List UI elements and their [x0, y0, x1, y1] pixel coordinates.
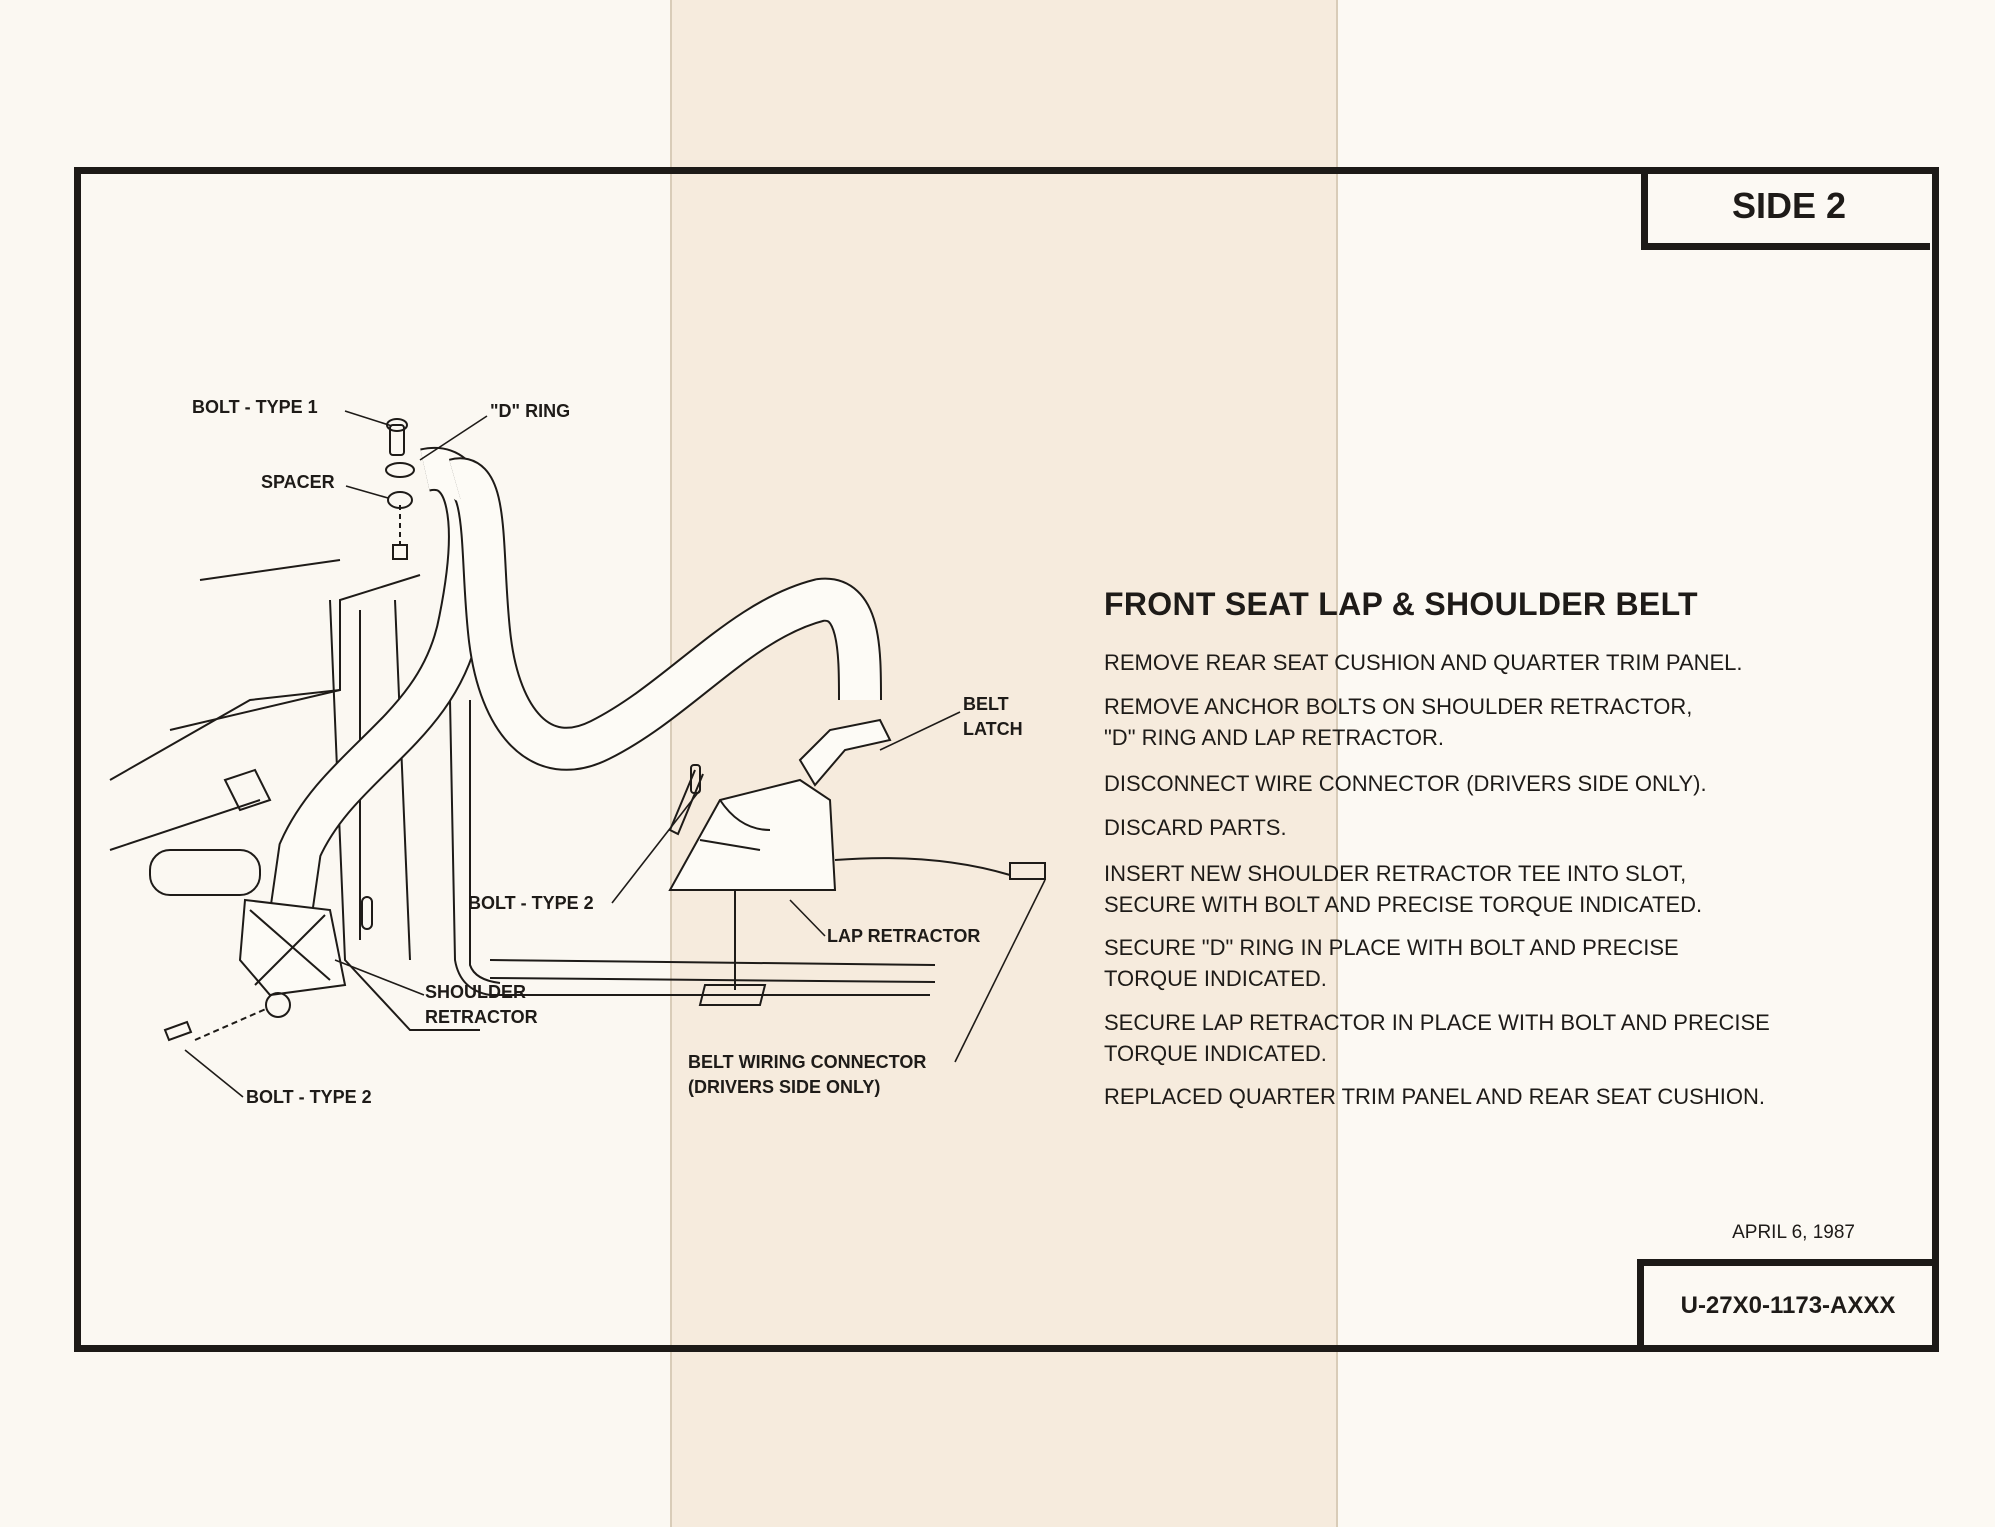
instruction-step: REMOVE ANCHOR BOLTS ON SHOULDER RETRACTO… [1104, 691, 1692, 753]
instruction-step: REPLACED QUARTER TRIM PANEL AND REAR SEA… [1104, 1081, 1765, 1112]
step-line: INSERT NEW SHOULDER RETRACTOR TEE INTO S… [1104, 861, 1687, 886]
instruction-step: DISCARD PARTS. [1104, 812, 1287, 843]
paper-fold-panel [1336, 0, 1995, 1527]
label-bolt-type-2-bottom: BOLT - TYPE 2 [246, 1087, 372, 1107]
label-spacer: SPACER [261, 472, 335, 492]
label-line: SHOULDER [425, 982, 527, 1002]
step-line: REMOVE REAR SEAT CUSHION AND QUARTER TRI… [1104, 650, 1743, 675]
lap-retractor-drawing [668, 718, 1046, 1006]
document-frame [74, 167, 1939, 1352]
shoulder-belt [268, 447, 882, 924]
step-line: DISCARD PARTS. [1104, 815, 1287, 840]
step-line: TORQUE INDICATED. [1104, 966, 1327, 991]
step-line: DISCONNECT WIRE CONNECTOR (DRIVERS SIDE … [1104, 771, 1707, 796]
step-line: REPLACED QUARTER TRIM PANEL AND REAR SEA… [1104, 1084, 1765, 1109]
step-line: SECURE WITH BOLT AND PRECISE TORQUE INDI… [1104, 892, 1703, 917]
label-bolt-type-2-mid: BOLT - TYPE 2 [468, 893, 594, 913]
label-line: LATCH [963, 719, 1023, 739]
step-line: REMOVE ANCHOR BOLTS ON SHOULDER RETRACTO… [1104, 694, 1693, 719]
shoulder-retractor-drawing [163, 898, 347, 1042]
fold-line [670, 0, 672, 1527]
instruction-step: REMOVE REAR SEAT CUSHION AND QUARTER TRI… [1104, 647, 1743, 678]
label-line: BELT WIRING CONNECTOR [688, 1052, 927, 1072]
step-line: SECURE LAP RETRACTOR IN PLACE WITH BOLT … [1104, 1010, 1770, 1035]
label-shoulder-retractor: SHOULDER RETRACTOR [425, 980, 538, 1030]
step-line: SECURE "D" RING IN PLACE WITH BOLT AND P… [1104, 935, 1679, 960]
side-label: SIDE 2 [1641, 169, 1930, 250]
label-lap-retractor: LAP RETRACTOR [827, 926, 981, 946]
step-line: "D" RING AND LAP RETRACTOR. [1104, 725, 1444, 750]
instructions-title: FRONT SEAT LAP & SHOULDER BELT [1104, 586, 1698, 622]
instruction-step: SECURE "D" RING IN PLACE WITH BOLT AND P… [1104, 932, 1679, 994]
instruction-step: SECURE LAP RETRACTOR IN PLACE WITH BOLT … [1104, 1007, 1770, 1069]
d-ring-assembly [385, 418, 415, 560]
step-line: TORQUE INDICATED. [1104, 1041, 1327, 1066]
leader-lines [184, 410, 1046, 1098]
label-line: RETRACTOR [425, 1007, 538, 1027]
document-date: APRIL 6, 1987 [1732, 1222, 1855, 1243]
instruction-step: INSERT NEW SHOULDER RETRACTOR TEE INTO S… [1104, 858, 1702, 920]
label-d-ring: "D" RING [490, 401, 571, 421]
part-number: U-27X0-1173-AXXX [1637, 1259, 1932, 1345]
label-line: (DRIVERS SIDE ONLY) [688, 1077, 881, 1097]
label-line: BELT [963, 694, 1009, 714]
fold-line [1336, 0, 1338, 1527]
instruction-step: DISCONNECT WIRE CONNECTOR (DRIVERS SIDE … [1104, 768, 1707, 799]
label-belt-latch: BELT LATCH [963, 692, 1023, 742]
label-belt-wiring-connector: BELT WIRING CONNECTOR (DRIVERS SIDE ONLY… [688, 1050, 926, 1100]
paper-fold-panel [670, 0, 1336, 1527]
label-bolt-type-1: BOLT - TYPE 1 [192, 397, 318, 417]
